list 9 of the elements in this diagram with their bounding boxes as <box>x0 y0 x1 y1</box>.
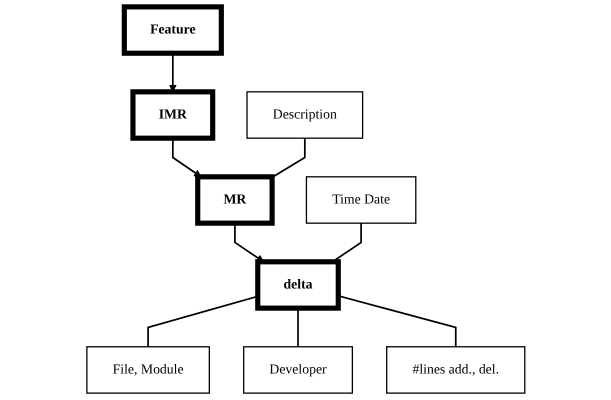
node-box: #lines add., del. <box>386 346 526 394</box>
node-box: Developer <box>242 346 353 394</box>
node-box: File, Module <box>86 346 210 394</box>
node-box: delta <box>254 259 340 311</box>
node-box: Description <box>246 91 363 139</box>
node-box: Time Date <box>305 176 416 224</box>
node-box: IMR <box>130 89 215 141</box>
node-box: MR <box>194 174 274 226</box>
node-box: Feature <box>121 4 224 56</box>
